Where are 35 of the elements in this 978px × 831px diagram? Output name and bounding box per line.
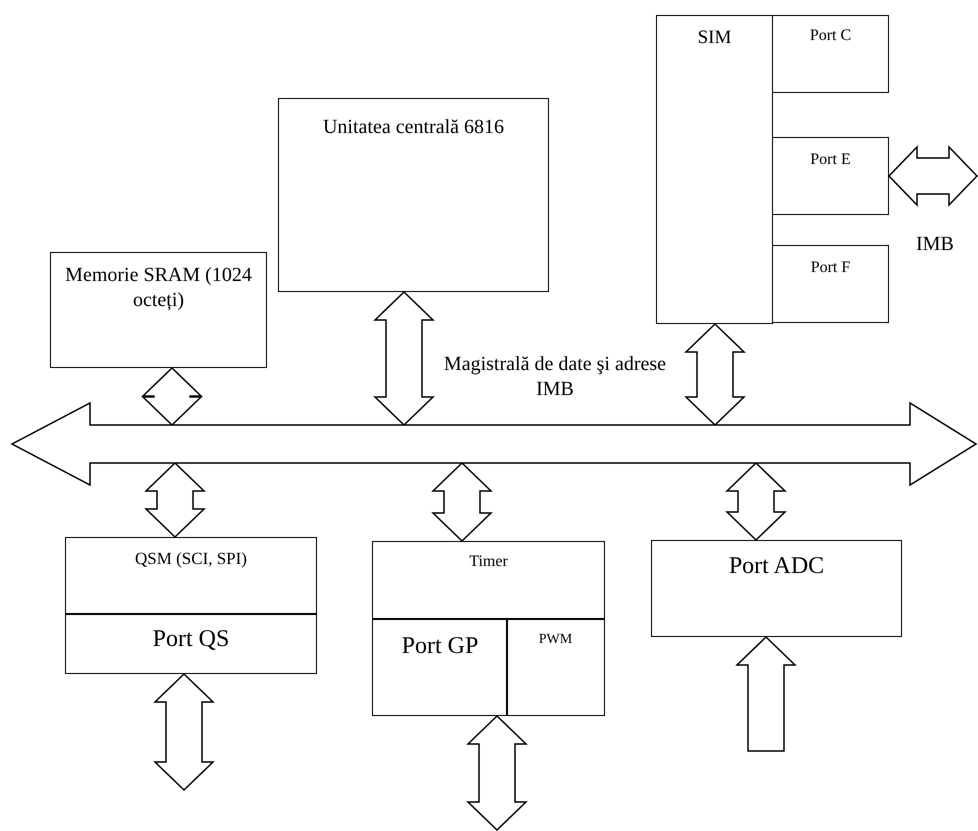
block-box — [656, 15, 773, 324]
block-box — [372, 541, 605, 620]
double-arrow — [153, 672, 215, 792]
block-label: QSM (SCI, SPI) — [135, 548, 247, 570]
double-arrow — [735, 636, 797, 752]
double-arrow — [684, 322, 746, 426]
block-box — [65, 613, 317, 674]
block-box — [50, 252, 267, 368]
double-arrow — [431, 462, 493, 542]
block-box — [506, 618, 605, 716]
block-box — [651, 540, 902, 637]
block-label: Timer — [469, 552, 508, 572]
block-label: PWM — [538, 631, 572, 648]
block-label: Memorie SRAM (1024 octeți) — [65, 263, 252, 313]
double-arrow — [373, 290, 435, 426]
block-label: Unitatea centrală 6816 — [322, 115, 504, 140]
bus-label: Magistrală de date şi adrese IMB — [442, 352, 668, 402]
block-label: Port F — [810, 258, 850, 278]
block-label: Port GP — [402, 632, 478, 661]
double-arrow — [144, 462, 206, 538]
block-label: SIM — [698, 26, 732, 50]
block-box — [772, 15, 889, 93]
block-box — [65, 537, 317, 615]
block-label: Port QS — [152, 625, 230, 654]
block-label: Port E — [810, 150, 851, 170]
block-box — [772, 137, 889, 215]
block-box — [278, 98, 549, 292]
block-box — [372, 618, 508, 716]
double-arrow — [888, 145, 978, 207]
double-arrow — [725, 462, 787, 542]
double-arrow — [466, 714, 528, 831]
block-label: Port C — [810, 26, 852, 46]
double-arrow — [141, 366, 203, 426]
block-box — [772, 245, 889, 323]
block-label: Port ADC — [728, 552, 824, 581]
